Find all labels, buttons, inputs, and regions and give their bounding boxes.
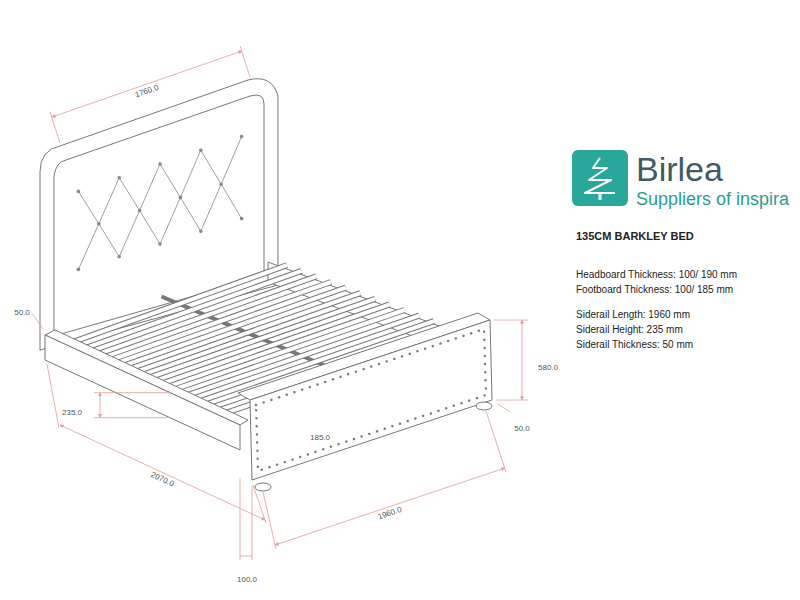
brand-logo [572,150,628,206]
spec-line: Siderail Height: 235 mm [576,324,683,336]
dimension-label: 2070.0 [147,470,177,490]
dimension-label: 1960.0 [375,505,405,522]
spec-line: Siderail Thickness: 50 mm [576,339,693,351]
dimension-label: 1760.0 [132,83,162,101]
brand-name: Birlea [636,152,723,186]
dimension-label: 235.0 [60,409,84,418]
product-title: 135CM BARKLEY BED [576,230,694,243]
spec-line: Headboard Thickness: 100/ 190 mm [576,269,737,281]
dimension-label: 50.0 [12,309,32,318]
footboard [238,313,492,491]
dimension-label: 185.0 [308,434,332,443]
dimension-lines [31,46,528,560]
spec-line: Siderail Length: 1960 mm [576,309,690,321]
dimension-label: 580.0 [536,364,560,373]
dimension-label: 100.0 [235,576,259,585]
dimension-label: 50.0 [512,425,532,434]
brand-tagline: Suppliers of inspira [636,190,789,208]
spec-line: Footboard Thickness: 100/ 185 mm [576,284,733,296]
